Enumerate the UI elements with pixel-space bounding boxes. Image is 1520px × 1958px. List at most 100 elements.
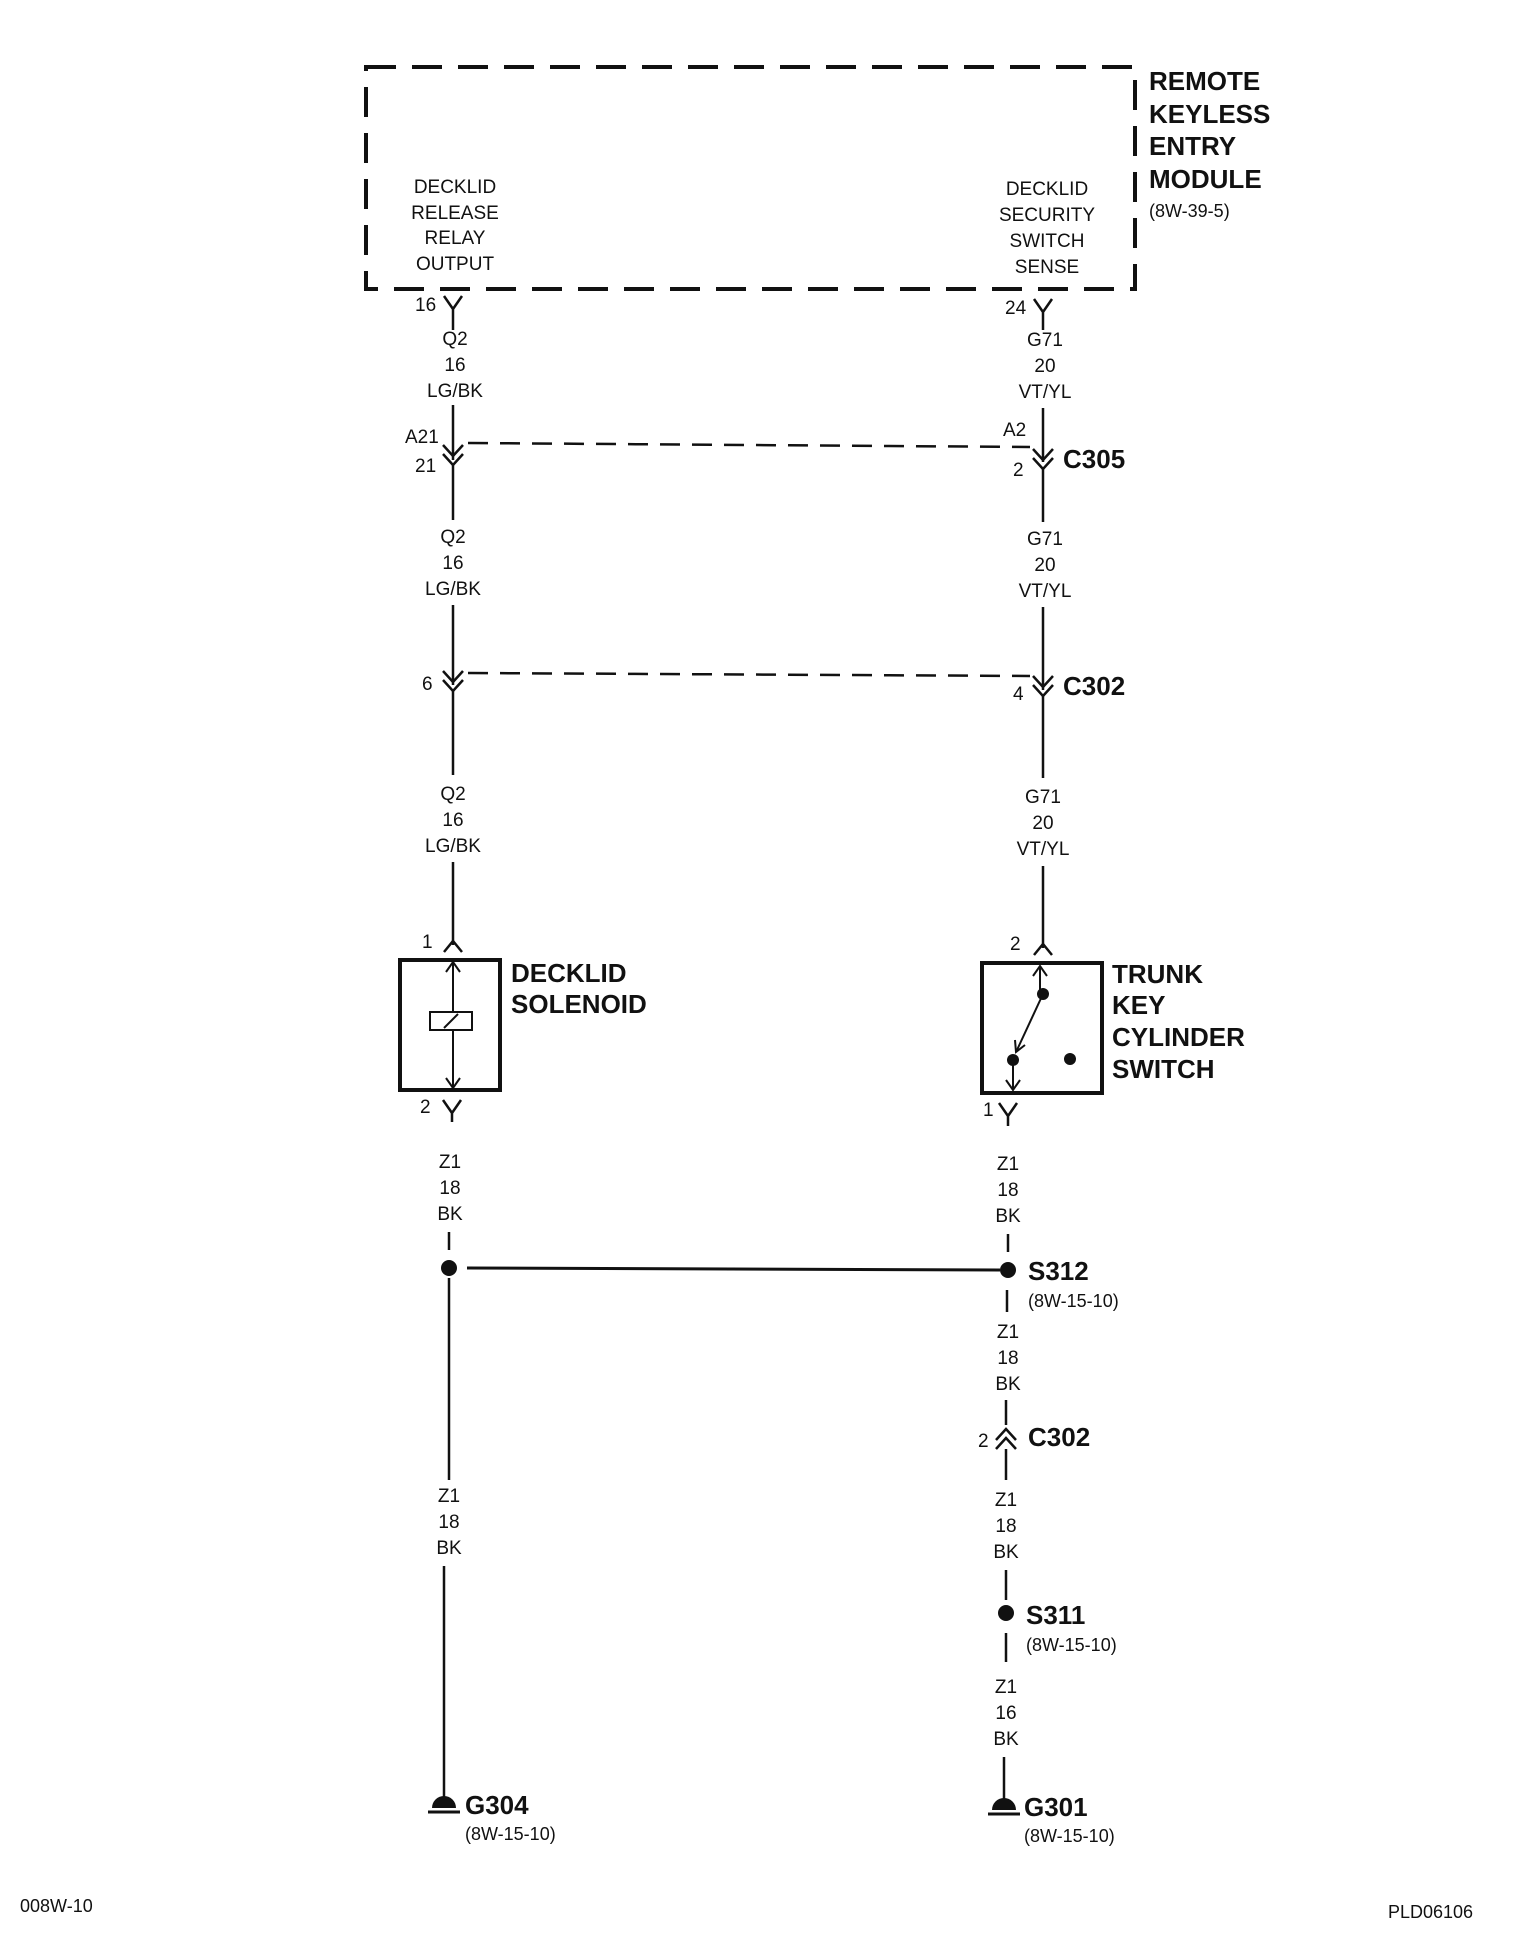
wire-q2-a-color: LG/BK <box>427 381 483 402</box>
wire-g71-c-code: G71 <box>1025 787 1061 808</box>
c302-lower-chevron <box>995 1427 1017 1450</box>
g301-ref: (8W-15-10) <box>1024 1826 1115 1846</box>
footer-right-code: PLD06106 <box>1388 1902 1473 1922</box>
module-title-1: REMOTE <box>1149 66 1260 96</box>
switch-lever-arrow <box>1014 1039 1026 1054</box>
switch-lever <box>1016 993 1044 1051</box>
wire-g71-a-code: G71 <box>1027 330 1063 351</box>
wire-z1-e-code: Z1 <box>995 1490 1017 1511</box>
wire-z1-e-gauge: 18 <box>995 1516 1016 1537</box>
switch-pin-bottom: 1 <box>983 1100 994 1121</box>
wire-z1-f-color: BK <box>993 1729 1019 1750</box>
c305-right-bottom-pin: 2 <box>1013 460 1024 481</box>
g301-label: G301 <box>1024 1792 1088 1822</box>
switch-title-3: CYLINDER <box>1112 1022 1245 1052</box>
switch-inner-arrow-up <box>1032 964 1048 977</box>
wire-z1-e-color: BK <box>993 1542 1019 1563</box>
wire-z1-a-gauge: 18 <box>439 1178 460 1199</box>
module-left-pin: 16 <box>415 295 436 316</box>
switch-inner-arrow-down <box>1005 1079 1021 1092</box>
module-right-pin: 24 <box>1005 298 1027 319</box>
left-output-label-4: OUTPUT <box>416 254 495 275</box>
left-output-label-3: RELAY <box>425 228 486 249</box>
wire-g71-b-color: VT/YL <box>1019 581 1072 602</box>
module-title-3: ENTRY <box>1149 131 1236 161</box>
wire-g71-b-code: G71 <box>1027 529 1063 550</box>
wire-q2-b-color: LG/BK <box>425 579 481 600</box>
s312-splice-dot <box>1000 1262 1016 1278</box>
wire-z1-b-color: BK <box>436 1538 462 1559</box>
right-sense-label-4: SENSE <box>1015 257 1079 278</box>
c305-right-top-pin: A2 <box>1003 420 1026 441</box>
switch-title-1: TRUNK <box>1112 959 1203 989</box>
left-splice-dot <box>441 1260 457 1276</box>
switch-top-terminal <box>1033 942 1053 956</box>
switch-contact-open <box>1064 1053 1076 1065</box>
wire-q2-a-gauge: 16 <box>444 355 465 376</box>
wire-g71-a-color: VT/YL <box>1019 382 1072 403</box>
splice-cross-wire <box>466 1266 1001 1272</box>
module-title-2: KEYLESS <box>1149 99 1270 129</box>
solenoid-top-terminal <box>443 939 463 953</box>
c302-lower-label: C302 <box>1028 1422 1090 1452</box>
c302-upper-label: C302 <box>1063 671 1125 701</box>
right-sense-label-1: DECKLID <box>1006 179 1088 200</box>
g301-ground-icon <box>992 1798 1016 1810</box>
module-title-4: MODULE <box>1149 164 1262 194</box>
c302-right-pin: 4 <box>1013 684 1024 705</box>
solenoid-coil-slash <box>443 1013 459 1029</box>
wire-z1-d-code: Z1 <box>997 1322 1019 1343</box>
module-left-terminal <box>442 295 464 318</box>
s312-label: S312 <box>1028 1256 1089 1286</box>
wire-z1-f-code: Z1 <box>995 1677 1017 1698</box>
switch-pin-top: 2 <box>1010 934 1021 955</box>
wire-z1-a-color: BK <box>437 1204 463 1225</box>
c305-dashed-link <box>467 441 1031 449</box>
solenoid-pin-top: 1 <box>422 932 433 953</box>
wire-g71-c-gauge: 20 <box>1032 813 1053 834</box>
c302-lower-pin: 2 <box>978 1431 989 1452</box>
s311-ref: (8W-15-10) <box>1026 1635 1117 1655</box>
c305-label: C305 <box>1063 444 1125 474</box>
solenoid-bottom-terminal <box>441 1099 463 1122</box>
wire-q2-c-color: LG/BK <box>425 836 481 857</box>
wire-q2-a-code: Q2 <box>442 329 467 350</box>
c305-left-top-pin: A21 <box>405 427 439 448</box>
solenoid-inner-arrow-down <box>445 1077 461 1090</box>
right-sense-label-3: SWITCH <box>1010 231 1085 252</box>
module-box <box>364 65 1137 291</box>
left-output-label-2: RELEASE <box>411 203 499 224</box>
wire-z1-b-gauge: 18 <box>438 1512 459 1533</box>
wire-q2-b-code: Q2 <box>440 527 465 548</box>
wire-q2-c-code: Q2 <box>440 784 465 805</box>
footer-left-code: 008W-10 <box>20 1896 93 1916</box>
c302-left-pin: 6 <box>422 674 433 695</box>
wire-g71-a-gauge: 20 <box>1034 356 1055 377</box>
solenoid-title-1: DECKLID <box>511 958 627 988</box>
decklid-solenoid-box <box>398 958 502 1092</box>
solenoid-title-2: SOLENOID <box>511 989 647 1019</box>
switch-title-4: SWITCH <box>1112 1054 1215 1084</box>
wire-g71-b-gauge: 20 <box>1034 555 1055 576</box>
module-right-terminal <box>1032 298 1054 320</box>
trunk-key-switch-box <box>980 961 1104 1095</box>
solenoid-pin-bottom: 2 <box>420 1097 431 1118</box>
wire-q2-b-gauge: 16 <box>442 553 463 574</box>
wire-z1-d-color: BK <box>995 1374 1021 1395</box>
switch-title-2: KEY <box>1112 990 1165 1020</box>
s311-label: S311 <box>1026 1600 1085 1630</box>
wire-z1-f-gauge: 16 <box>995 1703 1016 1724</box>
wire-z1-c-color: BK <box>995 1206 1021 1227</box>
g304-label: G304 <box>465 1790 529 1820</box>
g304-ref: (8W-15-10) <box>465 1824 556 1844</box>
wire-g71-c-color: VT/YL <box>1017 839 1070 860</box>
wire-z1-c-code: Z1 <box>997 1154 1019 1175</box>
left-output-label-1: DECKLID <box>414 177 496 198</box>
g304-ground-icon <box>432 1796 456 1808</box>
s312-ref: (8W-15-10) <box>1028 1291 1119 1311</box>
wire-z1-c-gauge: 18 <box>997 1180 1018 1201</box>
s311-splice-dot <box>998 1605 1014 1621</box>
solenoid-inner-arrow-up <box>445 960 461 973</box>
wire-z1-d-gauge: 18 <box>997 1348 1018 1369</box>
